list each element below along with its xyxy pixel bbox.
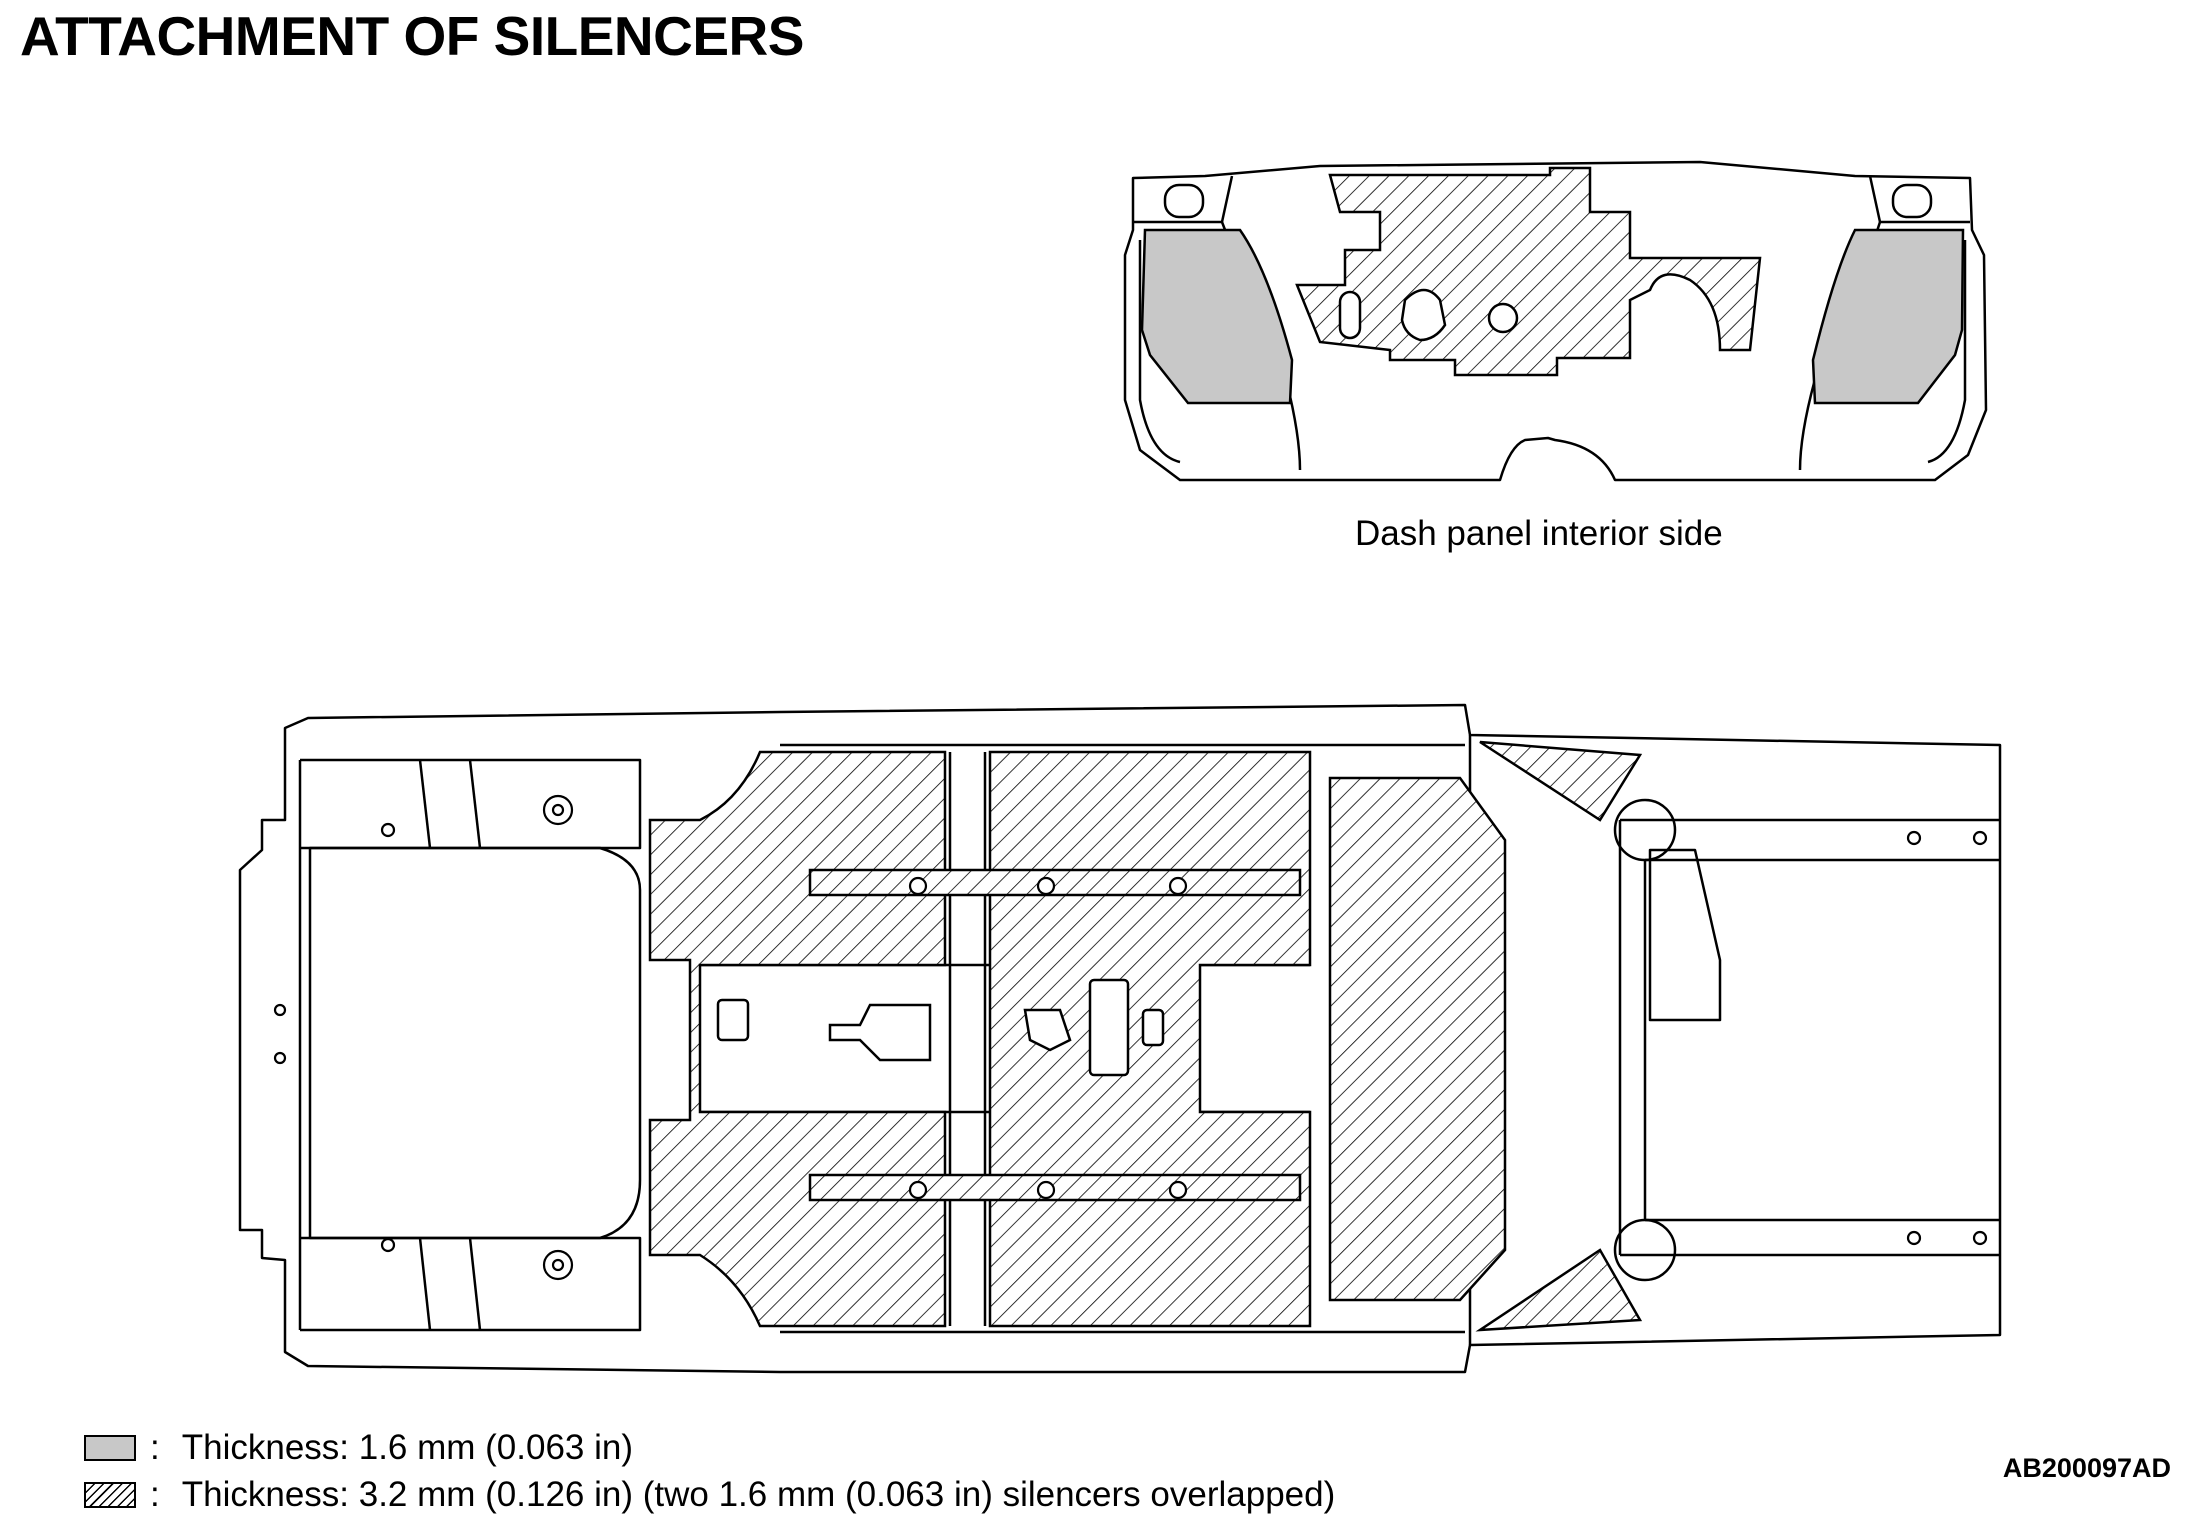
legend-swatch-gray [84,1435,136,1461]
gray-silencer-left [1140,228,1294,405]
legend-text-hatched: Thickness: 3.2 mm (0.126 in) (two 1.6 mm… [181,1475,1336,1514]
hatched-silencer-rear-seat [1328,776,1507,1302]
hatched-silencer-center [1295,166,1762,377]
legend-text-gray: Thickness: 1.6 mm (0.063 in) [181,1428,634,1467]
hatched-silencer-rear-right-top [1479,740,1643,822]
page-title: ATTACHMENT OF SILENCERS [20,5,804,67]
figure-code: AB200097AD [2002,1453,2171,1483]
legend-item-hatched: : Thickness: 3.2 mm (0.126 in) (two 1.6 … [84,1475,1335,1515]
legend-item-gray: : Thickness: 1.6 mm (0.063 in) [84,1428,633,1468]
dash-panel-outline [1123,160,1988,482]
legend-colon: : [150,1428,160,1467]
gray-silencer-right [1811,228,1965,405]
hatched-silencer-rear-right-bottom [1475,1248,1643,1332]
legend-colon: : [150,1475,160,1514]
floor-outline [238,703,2002,1374]
legend-swatch-hatched [84,1482,136,1508]
dash-panel-caption: Dash panel interior side [1355,514,1723,553]
